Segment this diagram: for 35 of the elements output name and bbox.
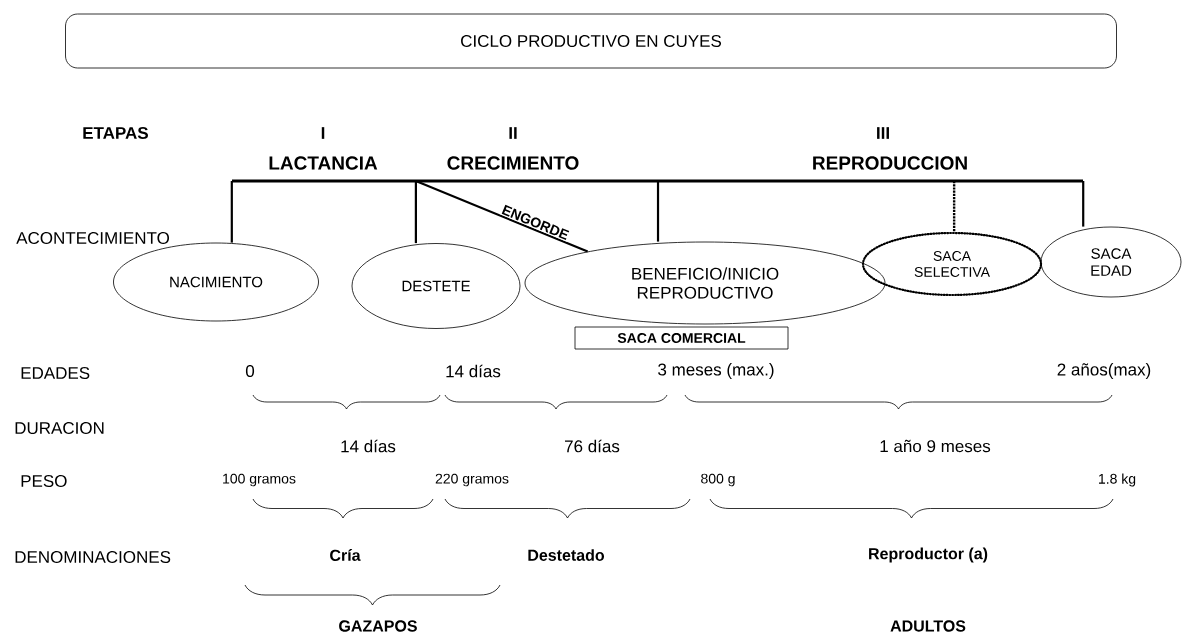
category-name: Reproductor (a) (869, 547, 988, 563)
category-name: Cría (330, 549, 361, 561)
title-box: CICLO PRODUCTIVO EN CUYES (65, 13, 1117, 69)
age-value: 2 años(max) (1057, 363, 1151, 379)
age-value: 14 días (446, 364, 501, 378)
row-heading: ACONTECIMIENTO (16, 232, 170, 245)
row-heading: ETAPAS (83, 127, 148, 140)
connector-line (230, 181, 233, 243)
stage-name: REPRODUCCION (813, 156, 967, 170)
weight-value: 100 gramos (223, 473, 296, 487)
connector-line (656, 181, 660, 242)
timeline-bar (232, 179, 1083, 183)
stage-number: III (877, 127, 889, 139)
category-name: Destetado (528, 549, 605, 561)
stage-number: I (321, 127, 325, 139)
row-heading: PESO (21, 475, 67, 488)
row-heading: DURACION (15, 422, 104, 435)
connector-line (952, 181, 956, 232)
weight-value: 220 gramos (435, 473, 509, 487)
connector-line (414, 181, 417, 244)
row-heading: DENOMINACIONES (15, 551, 171, 564)
weight-value: 800 g (701, 473, 735, 487)
stage-number: II (509, 127, 517, 139)
weight-value: 1.8 kg (1099, 473, 1136, 487)
age-value: 3 meses (max.) (658, 363, 774, 379)
label-box: SACA COMERCIAL (574, 326, 789, 350)
connector-line (415, 180, 589, 253)
row-heading: EDADES (21, 367, 90, 380)
group-name: GAZAPOS (339, 620, 417, 632)
group-name: ADULTOS (890, 620, 966, 632)
duration-value: 76 días (565, 439, 620, 453)
age-value: 0 (245, 365, 255, 378)
duration-value: 1 año 9 meses (880, 439, 991, 453)
duration-value: 14 días (341, 439, 396, 453)
connector-line (1082, 181, 1085, 227)
